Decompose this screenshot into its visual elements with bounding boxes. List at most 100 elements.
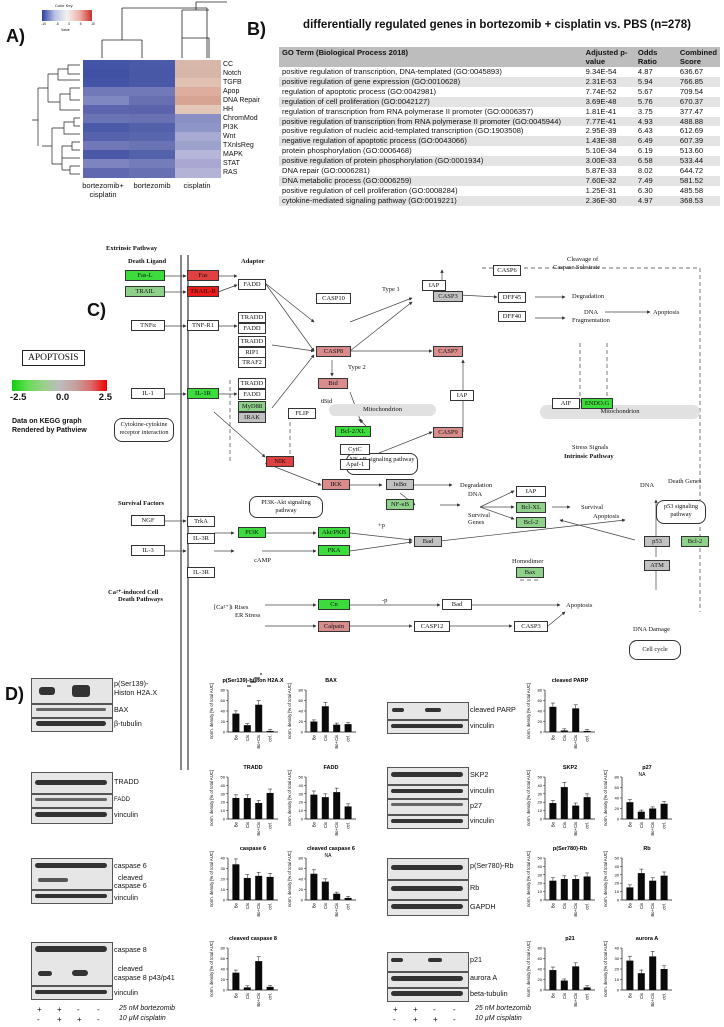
- heatmap: [83, 60, 221, 178]
- y-tick-label: 0: [540, 817, 543, 822]
- node-iap: IAP: [422, 280, 446, 291]
- chart-title: SKP2: [563, 765, 577, 771]
- chart-title: cleaved caspase 8: [229, 936, 277, 942]
- heatmap-row-label: STAT: [223, 159, 240, 167]
- label-survival: Survival Factors: [118, 500, 165, 507]
- x-tick-label: ctrl.: [268, 993, 273, 1000]
- go-term-cell: positive regulation of nucleic acid-temp…: [279, 126, 583, 137]
- bar: [626, 802, 634, 819]
- y-tick-label: 40: [221, 709, 226, 714]
- y-tick-label: 40: [538, 783, 543, 788]
- x-tick-label: Bo: [233, 821, 238, 827]
- heatmap-cell: [175, 96, 221, 106]
- y-tick-label: 30: [615, 872, 620, 877]
- node-aif: AIF: [552, 398, 580, 409]
- dendrogram-top: [101, 1, 227, 58]
- panel-c-label: C): [87, 300, 106, 320]
- odds-cell: 8.02: [634, 166, 677, 176]
- bar: [572, 879, 580, 900]
- x-tick-label: Bo+Cis: [573, 822, 578, 836]
- bar: [660, 875, 668, 900]
- node-apaf1: Apaf-1: [340, 459, 370, 470]
- bar: [321, 706, 329, 732]
- node-dff40: DFF40: [498, 311, 526, 322]
- y-tick-label: 40: [299, 783, 304, 788]
- x-tick-label: Cis: [245, 993, 250, 999]
- y-tick-label: 10: [538, 889, 543, 894]
- x-tick-label: Cis: [245, 822, 250, 828]
- chart-title: cleaved caspase 6: [307, 846, 355, 852]
- y-tick-label: 30: [538, 791, 543, 796]
- go-table-row: positive regulation of transcription fro…: [279, 116, 720, 127]
- text-survival: Survival: [581, 504, 604, 511]
- node-il1r: IL-1R: [187, 388, 219, 399]
- y-tick-label: 30: [221, 791, 226, 796]
- y-tick-label: 10: [299, 808, 304, 813]
- go-term-cell: positive regulation of gene expression (…: [279, 76, 583, 87]
- heatmap-cell: [175, 87, 221, 97]
- heatmap-cell: [83, 132, 129, 142]
- band: [391, 724, 463, 728]
- heatmap-cell: [129, 159, 175, 169]
- node-irak: IRAK: [238, 412, 266, 423]
- treatment-sign: +: [57, 1005, 62, 1014]
- color-key-xlabel: Value: [61, 28, 70, 32]
- significance-label: *: [260, 673, 262, 679]
- y-tick-label: 0: [617, 817, 620, 822]
- y-tick-label: 40: [221, 856, 226, 861]
- x-tick-label: Bo: [550, 734, 555, 740]
- legend-note-2: Rendered by Pathview: [12, 427, 87, 434]
- heatmap-col-label-2: bortezomib: [133, 181, 171, 190]
- dendrogram-left: [32, 64, 80, 175]
- treatment-legend-left: ++--25 nM bortezomib-++-10 µM cisplatin: [33, 1005, 233, 1027]
- heatmap-row-label: HH: [223, 105, 234, 113]
- y-tick-label: 60: [299, 698, 304, 703]
- y-axis-label: norm. density [% of total AUC]: [287, 851, 292, 907]
- significance-label: **: [247, 685, 251, 691]
- node-akt: Akt/PKB: [318, 527, 350, 538]
- blot2-label-1: TRADD: [114, 777, 139, 786]
- treatment-sign: +: [413, 1005, 418, 1014]
- y-tick-label: 10: [221, 808, 226, 813]
- node-fasl: Fas-L: [125, 270, 165, 281]
- score-cell: 644.72: [676, 166, 720, 176]
- y-tick-label: 20: [538, 977, 543, 982]
- x-tick-label: Bo: [627, 821, 632, 827]
- y-tick-label: 40: [538, 709, 543, 714]
- p53-pathway-box: p53 signaling pathway: [656, 500, 706, 524]
- node-ngf: NGF: [131, 515, 165, 526]
- y-tick-label: 80: [615, 775, 620, 780]
- bar: [243, 987, 251, 990]
- node-flip: FLIP: [288, 408, 316, 419]
- node-tradd2: TRADD: [238, 336, 266, 347]
- chart-title: p27: [642, 765, 651, 771]
- x-tick-label: Cis: [639, 993, 644, 999]
- bar: [243, 725, 251, 732]
- odds-cell: 6.58: [634, 156, 677, 167]
- y-tick-label: 50: [538, 775, 543, 780]
- legend-gradient: [12, 380, 107, 391]
- band: [391, 865, 463, 870]
- bar: [549, 970, 557, 990]
- bar: [583, 797, 591, 819]
- bar: [310, 873, 318, 900]
- header-score: Combined Score: [676, 47, 720, 67]
- x-tick-label: Cis: [323, 903, 328, 909]
- text-survival-genes: Survival Genes: [468, 512, 491, 526]
- node-bcl2: Bcl-2/XL: [335, 426, 371, 437]
- na-label: NA: [325, 853, 333, 859]
- label-stress: Stress Signals: [572, 444, 609, 451]
- score-cell: 513.60: [676, 146, 720, 157]
- y-tick-label: 40: [221, 967, 226, 972]
- bar: [310, 721, 318, 732]
- x-tick-label: Cis: [245, 903, 250, 909]
- x-tick-label: ctrl.: [662, 993, 667, 1000]
- band: [36, 721, 106, 726]
- blot3-label-2: cleaved: [118, 873, 143, 882]
- text-homodimer: Homodimer: [512, 558, 544, 565]
- y-tick-label: 60: [538, 698, 543, 703]
- y-tick-label: 30: [615, 956, 620, 961]
- y-tick-label: 20: [221, 800, 226, 805]
